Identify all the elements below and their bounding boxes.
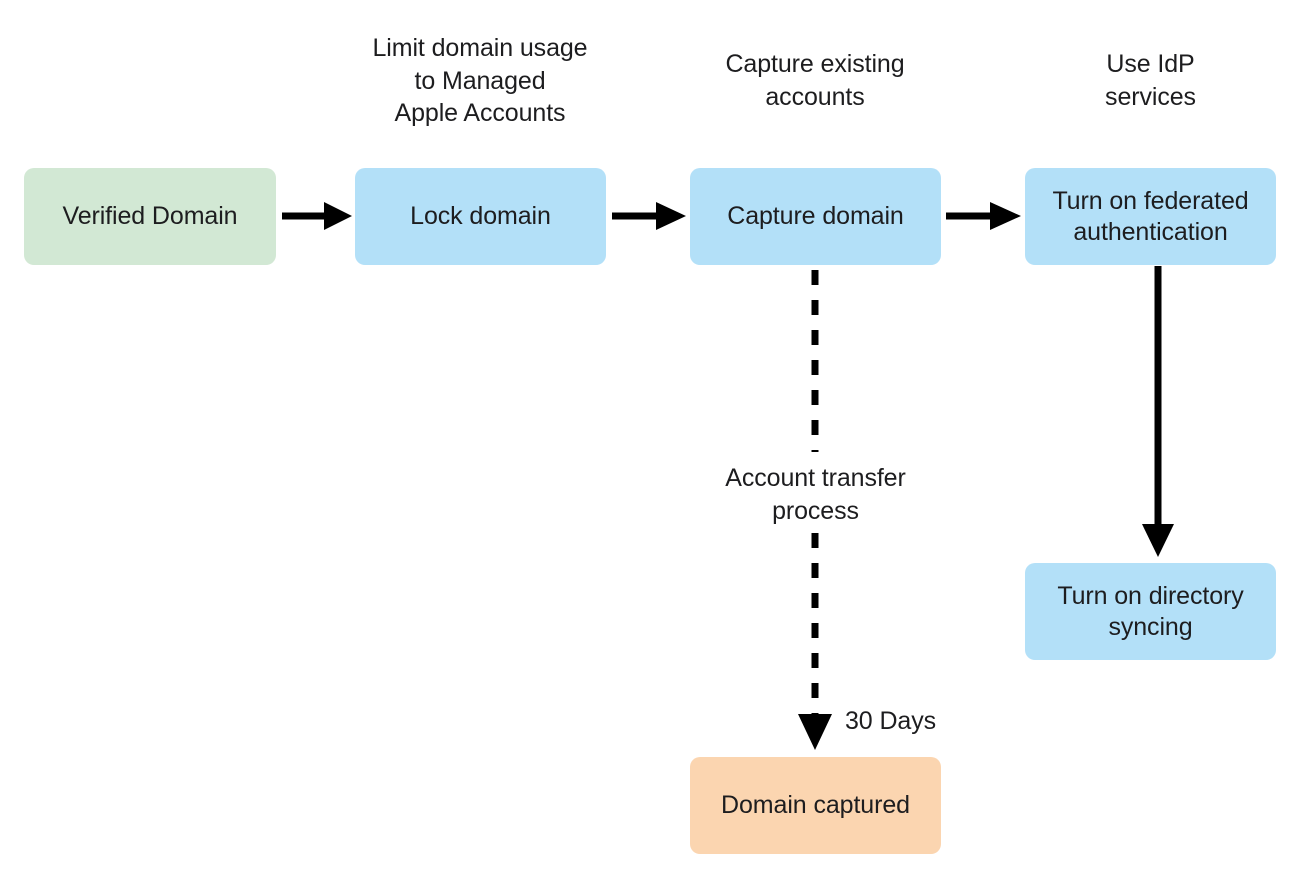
caption-lock-domain: Limit domain usage to Managed Apple Acco… [372,34,588,127]
edge-capture-to-domain-captured [798,270,832,750]
node-verified-domain[interactable]: Verified Domain [24,168,276,265]
caption-federated-auth: Use IdP services [1105,50,1196,111]
caption-capture-domain: Capture existing accounts [725,50,905,111]
edge-lock-to-capture [612,202,686,230]
node-lock-domain[interactable]: Lock domain [355,168,606,265]
edge-label-account-transfer-process: Account transfer process [725,464,906,525]
node-capture-domain[interactable]: Capture domain [690,168,941,265]
edge-capture-to-federated [946,202,1021,230]
edge-verified-to-lock [282,202,352,230]
node-turn-on-directory-syncing[interactable]: Turn on directory syncing [1025,563,1276,660]
node-turn-on-federated-authentication[interactable]: Turn on federated authentication [1025,168,1276,265]
edge-federated-to-syncing [1142,266,1174,557]
node-domain-captured[interactable]: Domain captured [690,757,941,854]
edge-label-30-days: 30 Days [845,707,937,735]
